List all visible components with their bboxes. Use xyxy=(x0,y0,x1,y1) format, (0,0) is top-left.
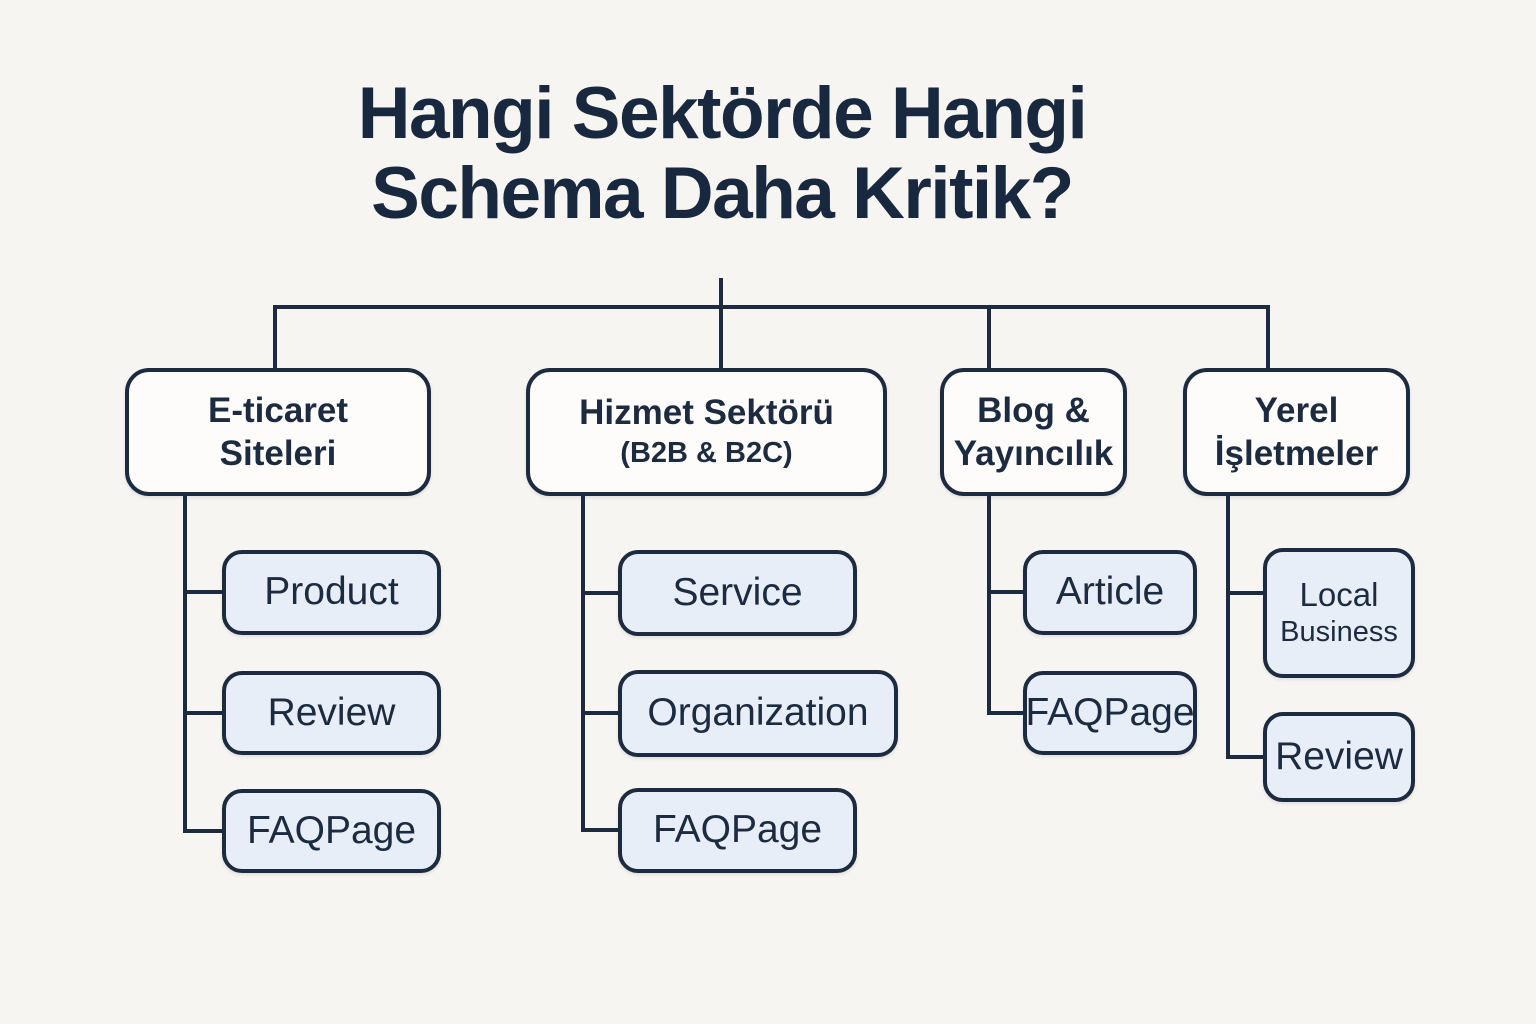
node-blog-faqpage: FAQPage xyxy=(1023,671,1197,755)
branch-services-vertical xyxy=(581,492,585,832)
node-ecommerce: E-ticaret Siteleri xyxy=(125,368,431,496)
node-service: Service xyxy=(618,550,857,636)
node-article-label: Article xyxy=(1055,570,1165,614)
connector-drop-local xyxy=(1266,305,1270,372)
node-local-review-label: Review xyxy=(1275,734,1403,778)
node-localbusiness: Local Business xyxy=(1263,548,1415,678)
page-title-line-1: Hangi Sektörde Hangi xyxy=(357,73,1088,154)
stub-ecommerce-review xyxy=(185,711,224,715)
node-ecommerce-faqpage-label: FAQPage xyxy=(246,808,417,852)
stub-local-review xyxy=(1228,755,1265,759)
connector-rail xyxy=(273,305,1270,309)
node-ecommerce-review-label: Review xyxy=(267,690,396,734)
page-title: Hangi Sektörde Hangi Schema Daha Kritik? xyxy=(0,73,1444,235)
node-article: Article xyxy=(1023,550,1197,635)
node-services-sublabel: (B2B & B2C) xyxy=(620,436,793,469)
node-blog-label-line-1: Blog & xyxy=(977,390,1090,430)
node-ecommerce-label-line-1: E-ticaret xyxy=(207,390,349,430)
node-organization-label: Organization xyxy=(647,691,869,735)
node-local-review: Review xyxy=(1263,712,1415,802)
node-services: Hizmet Sektörü (B2B & B2C) xyxy=(526,368,887,496)
node-service-label: Service xyxy=(672,570,803,614)
page-title-line-2: Schema Daha Kritik? xyxy=(371,153,1074,235)
connector-drop-blog xyxy=(987,305,991,372)
node-local: Yerel İşletmeler xyxy=(1183,368,1410,496)
connector-drop-services xyxy=(719,305,723,372)
node-product-label: Product xyxy=(264,570,399,614)
node-services-faqpage: FAQPage xyxy=(618,788,857,873)
stub-blog-article xyxy=(989,590,1025,594)
stub-ecommerce-faqpage xyxy=(185,829,224,833)
branch-ecommerce-vertical xyxy=(183,492,187,833)
connector-drop-ecommerce xyxy=(273,305,277,372)
node-localbusiness-label-line-2: Business xyxy=(1280,616,1398,649)
node-ecommerce-review: Review xyxy=(222,671,441,755)
node-localbusiness-label-line-1: Local xyxy=(1299,576,1379,614)
node-local-label-line-2: İşletmeler xyxy=(1214,434,1379,473)
branch-blog-vertical xyxy=(987,492,991,715)
stub-local-localbusiness xyxy=(1228,591,1265,595)
branch-local-vertical xyxy=(1226,492,1230,759)
stub-services-faqpage xyxy=(583,828,620,832)
connector-root-stem xyxy=(719,278,723,309)
node-blog-label-line-2: Yayıncılık xyxy=(953,434,1114,473)
node-ecommerce-label-line-2: Siteleri xyxy=(219,434,337,473)
node-services-label: Hizmet Sektörü xyxy=(579,393,834,433)
node-product: Product xyxy=(222,550,441,635)
node-organization: Organization xyxy=(618,670,898,757)
stub-services-service xyxy=(583,591,620,595)
node-ecommerce-faqpage: FAQPage xyxy=(222,789,441,873)
stub-ecommerce-product xyxy=(185,590,224,594)
stub-blog-faqpage xyxy=(989,711,1025,715)
node-blog-faqpage-label: FAQPage xyxy=(1025,690,1195,734)
node-services-faqpage-label: FAQPage xyxy=(652,808,823,852)
node-local-label-line-1: Yerel xyxy=(1254,390,1339,430)
stub-services-organization xyxy=(583,711,620,715)
node-blog: Blog & Yayıncılık xyxy=(940,368,1127,496)
